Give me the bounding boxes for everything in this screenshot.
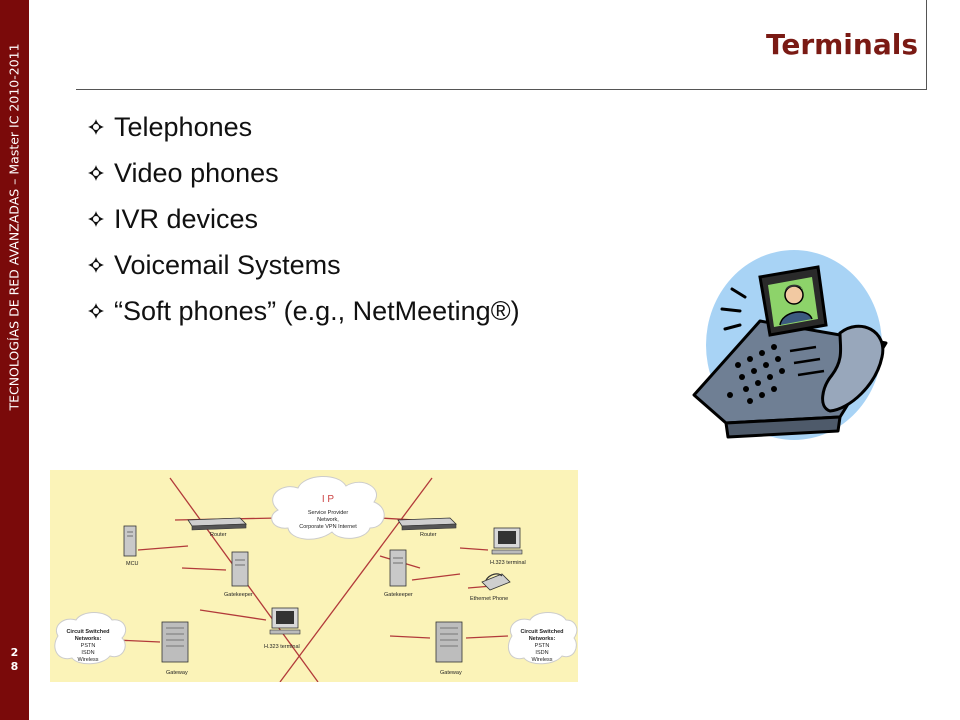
gatekeeper-right-icon [389,549,407,587]
router-right-label: Router [420,532,437,538]
gatekeeper-right-label: Gatekeeper [384,592,413,598]
csn-left-line2: Networks: [75,636,102,642]
csn-left-line1: Circuit Switched [66,629,109,635]
h323-terminal-right-label: H.323 terminal [490,560,526,566]
video-phone-clipart-icon [692,250,888,440]
title-divider [76,89,926,90]
bullet-text: “Soft phones” (e.g., NetMeeting®) [114,295,520,326]
ip-cloud: I P Service Provider Network, Corporate … [271,475,385,540]
circuit-network-left-cloud: Circuit Switched Networks: PSTN ISDN Wir… [54,612,127,665]
cloud-line2: Network, [317,517,339,523]
bullet-text: Voicemail Systems [114,249,341,280]
csn-left-line5: Wireless [77,657,98,663]
sidebar-vertical-label-wrap: TECNOLOGÍAS DE RED AVANZADAS – Master IC… [1,12,27,442]
list-item: “Soft phones” (e.g., NetMeeting®) [88,288,520,334]
hollow-star-bullet-icon [88,303,104,319]
router-left-label: Router [210,532,227,538]
gateway-right-icon [435,621,463,663]
gatekeeper-left-label: Gatekeeper [224,592,253,598]
csn-right-line3: PSTN [535,643,550,649]
gateway-left-label: Gateway [166,670,188,676]
h323-terminal-right-icon [491,527,523,555]
ethernet-phone-icon [481,573,511,591]
csn-right-line2: Networks: [529,636,556,642]
bullet-text: IVR devices [114,203,259,234]
slide-title: Terminals [765,28,918,61]
h323-terminal-left-icon [269,607,301,635]
cloud-line3: Corporate VPN Internet [299,524,357,530]
h323-terminal-left-label: H.323 terminal [264,644,300,650]
bullet-text: Telephones [114,111,253,142]
hollow-star-bullet-icon [88,165,104,181]
gatekeeper-left-icon [231,551,249,587]
csn-left-line4: ISDN [81,650,94,656]
page-number-digit-2: 8 [10,660,19,673]
network-diagram: I P Service Provider Network, Corporate … [50,470,578,682]
mcu-server-icon [123,525,137,557]
bullet-text: Video phones [114,157,279,188]
page-number: 2 8 [0,646,29,674]
gateway-right-label: Gateway [440,670,462,676]
router-left-icon [187,517,247,531]
title-vertical-divider [926,0,927,90]
csn-right-line4: ISDN [535,650,548,656]
hollow-star-bullet-icon [88,211,104,227]
list-item: IVR devices [88,196,520,242]
list-item: Telephones [88,104,520,150]
csn-left-line3: PSTN [81,643,96,649]
list-item: Voicemail Systems [88,242,520,288]
sidebar-vertical-label: TECNOLOGÍAS DE RED AVANZADAS – Master IC… [6,43,22,411]
page-number-digit-1: 2 [10,646,19,659]
csn-right-line5: Wireless [531,657,552,663]
sidebar: TECNOLOGÍAS DE RED AVANZADAS – Master IC… [0,0,29,720]
cloud-line1: Service Provider [308,510,349,516]
router-right-icon [397,517,457,531]
ethernet-phone-label: Ethernet Phone [470,596,508,602]
circuit-network-right-cloud: Circuit Switched Networks: PSTN ISDN Wir… [508,612,578,665]
mcu-label: MCU [126,561,139,567]
hollow-star-bullet-icon [88,119,104,135]
csn-right-line1: Circuit Switched [520,629,563,635]
list-item: Video phones [88,150,520,196]
gateway-left-icon [161,621,189,663]
bullet-list: Telephones Video phones IVR devices Voic… [88,104,520,334]
hollow-star-bullet-icon [88,257,104,273]
cloud-title: I P [322,494,335,505]
